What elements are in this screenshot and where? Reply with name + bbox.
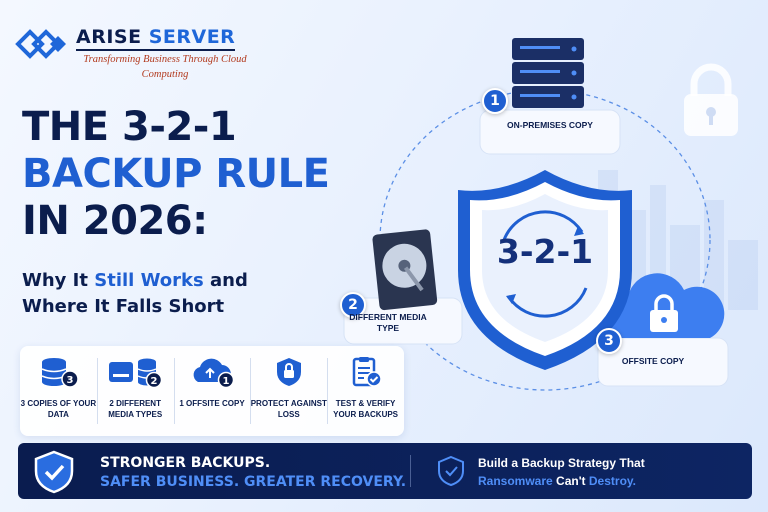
subtitle-part-1: Why It	[22, 270, 95, 291]
illustration-art	[343, 38, 729, 391]
subtitle: Why It Still Works and Where It Falls Sh…	[22, 268, 312, 320]
feature-item-copies: 3 3 Copies of Your Data	[20, 346, 97, 436]
hard-drive-icon	[372, 229, 438, 311]
backup-illustration: 3-2-1 1 On-Premises Copy 2 Different Med…	[330, 20, 768, 440]
bottom-banner: STRONGER BACKUPS. SAFER BUSINESS. GREATE…	[18, 443, 752, 499]
title-line-3: IN 2026:	[22, 198, 208, 244]
feature-label: 2 Different Media Types	[108, 399, 163, 419]
shield-outline-check-icon	[438, 455, 464, 487]
feature-item-media: 2 2 Different Media Types	[96, 346, 174, 436]
shield-lock-icon	[276, 358, 301, 386]
drive-database-icon: 2	[109, 358, 163, 388]
banner-cta-line-1: Build a Backup Strategy That	[478, 456, 645, 470]
title-line-2: BACKUP RULE	[22, 151, 330, 197]
cloud-upload-icon: 1	[193, 358, 235, 388]
banner-divider	[410, 455, 411, 487]
brand-tagline: Transforming Business Through Cloud Comp…	[83, 54, 247, 80]
banner-word-cant: Can't	[552, 474, 589, 488]
feature-item-test: Test & Verify Your Backups	[327, 346, 404, 436]
platform-number-1: 1	[482, 88, 508, 114]
brand-name-main: ARISE	[76, 26, 142, 48]
feature-label: 3 Copies of Your Data	[20, 399, 97, 419]
database-icon: 3	[42, 358, 80, 388]
shield-icon	[458, 170, 632, 370]
shield-check-icon	[34, 450, 74, 494]
page-title: THE 3-2-1 BACKUP RULE IN 2026:	[22, 104, 422, 245]
server-rack-icon	[512, 38, 584, 108]
feature-label: Test & Verify Your Backups	[333, 399, 399, 419]
feature-label: Protect Against Loss	[250, 399, 327, 419]
platform-label-1: On-Premises Copy	[507, 120, 593, 130]
banner-line-1: STRONGER BACKUPS.	[100, 455, 271, 471]
platform-number-2: 2	[340, 292, 366, 318]
banner-line-2: SAFER BUSINESS. GREATER RECOVERY.	[100, 474, 407, 490]
platform-top	[479, 109, 621, 155]
feature-badge-1: 1	[223, 376, 230, 387]
feature-badge-2: 2	[151, 376, 158, 387]
feature-item-offsite: 1 1 Offsite Copy	[173, 346, 251, 436]
feature-label: 1 Offsite Copy	[179, 399, 245, 408]
feature-badge-3: 3	[67, 375, 74, 386]
feature-strip: 3 3 Copies of Your Data 2 2 Different Me…	[20, 346, 404, 436]
subtitle-part-2: and Where It Falls Short	[22, 270, 248, 317]
platform-label-3: Offsite Copy	[621, 356, 685, 366]
banner-cta-line-2: Ransomware Can't Destroy.	[478, 474, 636, 488]
checklist-icon	[352, 357, 382, 387]
cloud-lock-icon	[607, 273, 725, 338]
shield-label: 3-2-1	[496, 232, 594, 271]
platform-number-3: 3	[596, 328, 622, 354]
platform-label-2: Different Media Type	[349, 312, 427, 333]
banner-word-destroy: Destroy.	[588, 474, 637, 488]
subtitle-highlight: Still Works	[94, 270, 204, 291]
title-line-1: THE 3-2-1	[22, 104, 237, 150]
arise-logo-icon	[15, 29, 66, 59]
brand-name: ARISE SERVER	[76, 26, 236, 51]
banner-word-ransomware: Ransomware	[478, 474, 553, 488]
feature-item-protect: Protect Against Loss	[250, 346, 327, 436]
brand-logo[interactable]: ARISE SERVER Transforming Business Throu…	[14, 24, 254, 84]
brand-name-second: SERVER	[148, 26, 236, 48]
padlock-background-icon	[684, 63, 738, 136]
